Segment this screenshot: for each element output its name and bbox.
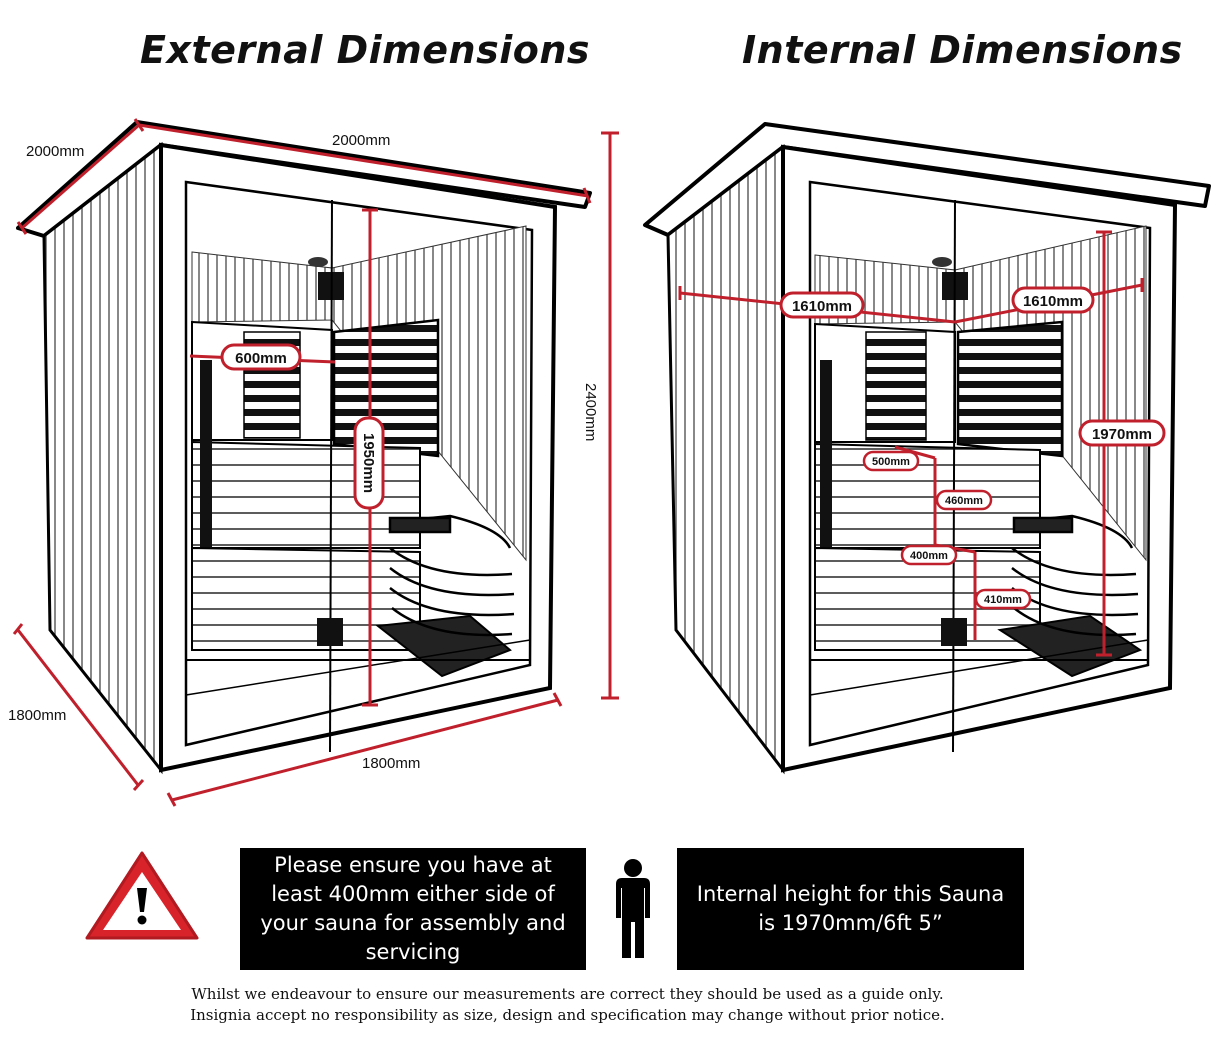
internal-bench-floor-pill: 410mm <box>974 588 1032 610</box>
internal-door-handle <box>941 618 967 646</box>
internal-sauna <box>643 122 1211 775</box>
svg-text:1970mm: 1970mm <box>1092 426 1152 443</box>
external-height-label: 2400mm <box>582 383 599 441</box>
warning-triangle-icon <box>85 851 199 940</box>
clearance-notice-text: Please ensure you have at least 400mm ei… <box>260 853 566 964</box>
svg-text:410mm: 410mm <box>984 594 1022 606</box>
internal-height-notice-text: Internal height for this Sauna is 1970mm… <box>696 882 1005 935</box>
svg-text:600mm: 600mm <box>235 350 287 367</box>
external-depth-bottom-label: 1800mm <box>8 707 66 724</box>
disclaimer: Whilst we endeavour to ensure our measur… <box>0 984 1135 1026</box>
internal-side-heater <box>956 320 1064 458</box>
internal-side-wall <box>666 143 785 775</box>
external-width-top-label: 2000mm <box>332 132 390 149</box>
internal-width-right-pill: 1610mm <box>1011 286 1095 314</box>
internal-height-notice: Internal height for this Sauna is 1970mm… <box>677 848 1024 970</box>
svg-text:1950mm: 1950mm <box>360 433 377 493</box>
svg-text:400mm: 400mm <box>910 550 948 562</box>
external-side-wall <box>42 141 163 775</box>
person-icon <box>616 859 650 958</box>
disclaimer-line-2: Insignia accept no responsibility as siz… <box>190 1006 945 1024</box>
internal-bench-lower-pill: 400mm <box>900 544 958 566</box>
external-sauna <box>16 120 592 775</box>
svg-text:500mm: 500mm <box>872 456 910 468</box>
internal-width-left-pill: 1610mm <box>779 291 865 319</box>
internal-title: Internal Dimensions <box>742 28 1183 72</box>
internal-back-heater <box>865 331 927 441</box>
internal-height-pill: 1970mm <box>1078 419 1166 447</box>
external-door-handle <box>317 618 343 646</box>
external-depth-top-label: 2000mm <box>26 143 84 160</box>
clearance-notice: Please ensure you have at least 400mm ei… <box>240 848 586 970</box>
svg-text:1610mm: 1610mm <box>1023 293 1083 310</box>
external-door-height-pill: 1950mm <box>353 416 385 510</box>
external-title: External Dimensions <box>140 28 591 72</box>
svg-text:1610mm: 1610mm <box>792 298 852 315</box>
external-bench-depth-pill: 600mm <box>220 343 302 371</box>
internal-bench-upper-pill: 500mm <box>862 450 920 472</box>
internal-bench-rise-pill: 460mm <box>935 489 993 511</box>
disclaimer-line-1: Whilst we endeavour to ensure our measur… <box>191 985 944 1003</box>
external-width-bottom-label: 1800mm <box>362 755 420 772</box>
svg-text:460mm: 460mm <box>945 495 983 507</box>
external-side-heater <box>332 318 440 458</box>
